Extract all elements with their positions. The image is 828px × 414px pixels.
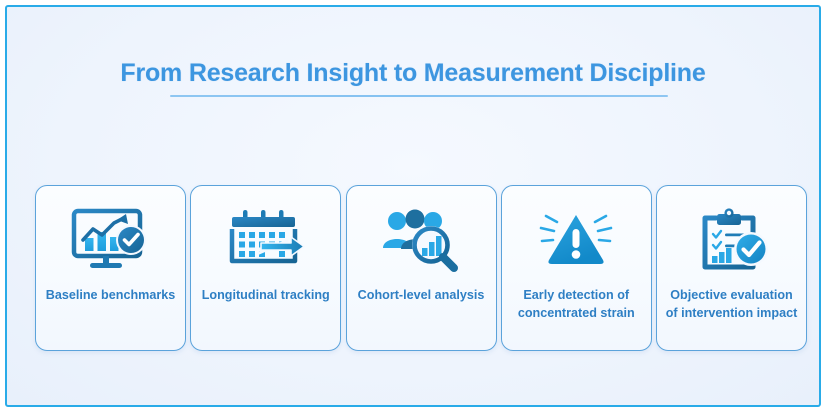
people-magnifier-chart-icon [376, 202, 466, 280]
card-label: Longitudinal tracking [200, 286, 332, 304]
page-title: From Research Insight to Measurement Dis… [120, 59, 706, 87]
clipboard-check-icon [689, 202, 775, 280]
title-underline [170, 95, 668, 97]
card-label-line2: concentrated strain [517, 306, 635, 321]
monitor-chart-check-icon [68, 202, 154, 280]
warning-triangle-icon [533, 202, 619, 280]
card-label-line1: Longitudinal tracking [201, 288, 330, 302]
feature-card-row: Baseline benchmarks [35, 185, 807, 353]
card-label: Objective evaluation of intervention imp… [666, 286, 798, 323]
card-baseline-benchmarks[interactable]: Baseline benchmarks [35, 185, 186, 351]
card-label-line1: Cohort-level analysis [357, 288, 485, 302]
card-label: Early detection of concentrated strain [510, 286, 642, 323]
page-title-container: From Research Insight to Measurement Dis… [7, 59, 819, 97]
card-cohort-level-analysis[interactable]: Cohort-level analysis [345, 185, 497, 351]
card-label-line2: of intervention impact [665, 306, 798, 321]
calendar-arrow-icon [223, 202, 309, 280]
card-label-line1: Baseline benchmarks [45, 288, 176, 302]
card-label-line1: Objective evaluation [670, 288, 793, 302]
card-label: Cohort-level analysis [355, 286, 487, 304]
card-longitudinal-tracking[interactable]: Longitudinal tracking [190, 185, 342, 351]
card-early-detection[interactable]: Early detection of concentrated strain [500, 185, 652, 351]
card-objective-evaluation[interactable]: Objective evaluation of intervention imp… [656, 185, 807, 351]
card-label-line1: Early detection of [523, 288, 630, 302]
slide-canvas: From Research Insight to Measurement Dis… [5, 5, 821, 407]
card-label: Baseline benchmarks [45, 286, 177, 304]
